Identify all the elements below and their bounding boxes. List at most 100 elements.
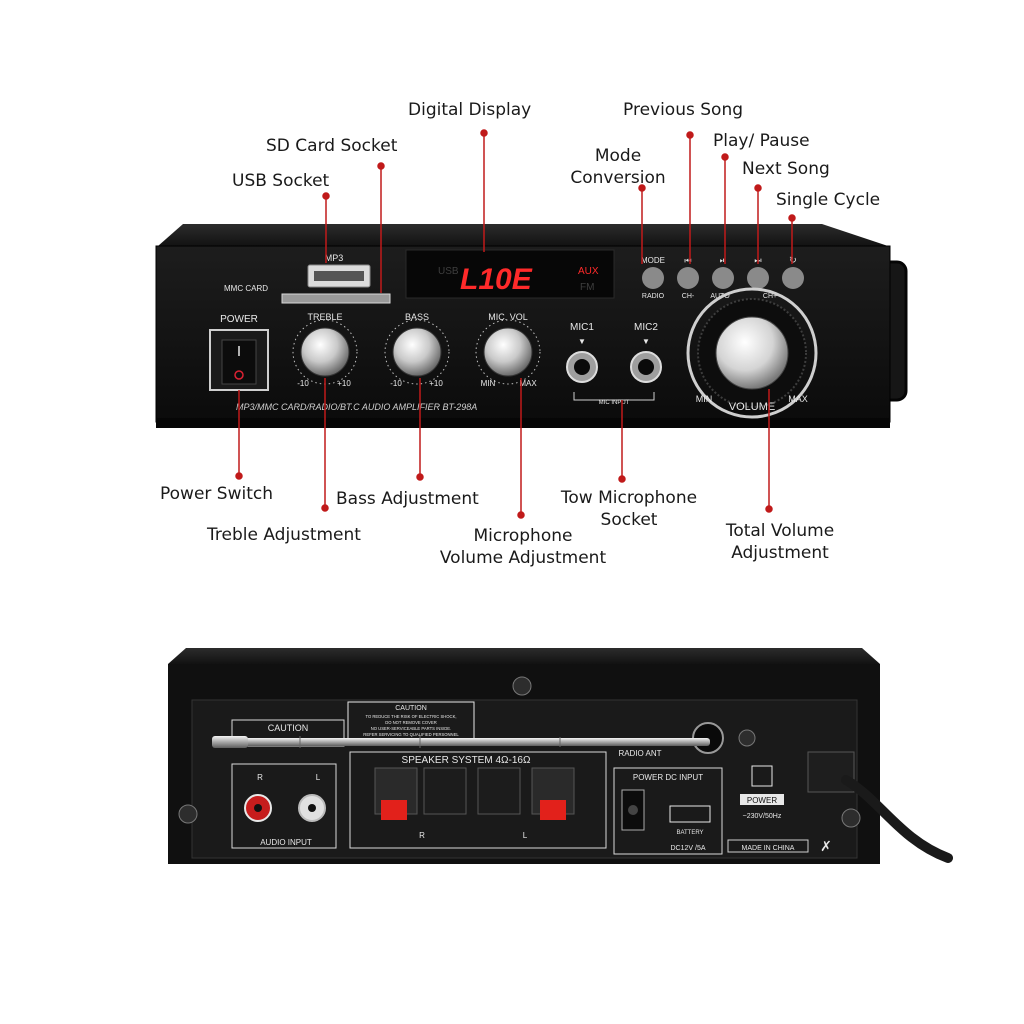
callout-total-volume-line2: Adjustment bbox=[731, 543, 829, 563]
treble-label: TREBLE bbox=[307, 312, 342, 322]
caution-line3: NO USER-SERVICEABLE PARTS INSIDE. bbox=[371, 726, 452, 731]
weee-icon: ✗ bbox=[820, 838, 832, 854]
mic-input-label: MIC INPUT bbox=[599, 400, 630, 406]
ch-minus-label: CH- bbox=[682, 293, 695, 300]
power-cord bbox=[841, 775, 953, 863]
mic-vol-min: MIN bbox=[481, 379, 496, 388]
mic2-label: MIC2 bbox=[634, 322, 658, 333]
volume-min: MIN bbox=[696, 394, 713, 404]
mic-vol-label: MIC. VOL bbox=[488, 312, 528, 322]
digital-display bbox=[405, 249, 615, 299]
callout-power-switch: Power Switch bbox=[160, 484, 274, 504]
callout-mode-conversion-line1: Mode bbox=[594, 146, 642, 166]
callout-single-cycle: Single Cycle bbox=[776, 190, 881, 210]
display-usb: USB bbox=[438, 266, 459, 277]
treble-max: +10 bbox=[337, 379, 351, 388]
svg-text:▼: ▼ bbox=[578, 337, 586, 346]
battery-label: BATTERY bbox=[676, 830, 703, 836]
mic-vol-max: MAX bbox=[519, 379, 537, 388]
play-pause-icon: ⏯ bbox=[720, 256, 726, 265]
power-dc-panel bbox=[613, 767, 723, 855]
rear-amplifier: CAUTION CAUTION TO REDUCE THE RISK OF EL… bbox=[168, 648, 953, 864]
caution-box-label: CAUTION bbox=[268, 723, 309, 733]
display-digits: L10E bbox=[460, 263, 533, 296]
radio-label: RADIO bbox=[642, 293, 665, 300]
bass-min: -10 bbox=[390, 379, 402, 388]
made-in-label: MADE IN CHINA bbox=[742, 845, 795, 852]
repeat-icon: ↻ bbox=[789, 255, 797, 265]
display-fm: FM bbox=[580, 282, 594, 293]
speaker-terminal-r-minus[interactable] bbox=[423, 767, 467, 815]
callout-tow-microphone-line1: Tow Microphone bbox=[560, 488, 698, 508]
power-dc-input-label: POWER DC INPUT bbox=[633, 773, 703, 782]
treble-knob[interactable] bbox=[300, 327, 350, 377]
callout-microphone-volume-line1: Microphone bbox=[473, 526, 573, 546]
mic1-label: MIC1 bbox=[570, 322, 594, 333]
dc12v-label: DC12V /5A bbox=[670, 845, 705, 852]
previous-button[interactable] bbox=[677, 267, 699, 289]
model-strip: MP3/MMC CARD/RADIO/BT.C AUDIO AMPLIFIER … bbox=[236, 402, 477, 412]
callout-mode-conversion: Mode Conversion bbox=[556, 145, 680, 189]
speaker-terminal-l-minus[interactable] bbox=[477, 767, 521, 815]
mic-volume-knob[interactable] bbox=[483, 327, 533, 377]
volume-knob[interactable] bbox=[715, 316, 789, 390]
callout-total-volume: Total Volume Adjustment bbox=[704, 520, 856, 564]
ac-rating-label: ~230V/50Hz bbox=[743, 813, 782, 820]
speaker-system-label: SPEAKER SYSTEM 4Ω-16Ω bbox=[402, 755, 531, 766]
play-pause-button[interactable] bbox=[712, 267, 734, 289]
callout-previous-song: Previous Song bbox=[623, 100, 744, 120]
caution-label bbox=[347, 701, 475, 743]
single-cycle-button[interactable] bbox=[782, 267, 804, 289]
callout-tow-microphone: Tow Microphone Socket bbox=[536, 487, 722, 531]
volume-max: MAX bbox=[788, 394, 808, 404]
display-aux: AUX bbox=[578, 266, 599, 277]
callout-digital-display: Digital Display bbox=[408, 100, 532, 120]
callout-total-volume-line1: Total Volume bbox=[725, 521, 835, 541]
mode-label: MODE bbox=[641, 256, 665, 265]
audio-input-panel bbox=[231, 763, 337, 849]
sd-card-socket[interactable] bbox=[281, 293, 391, 304]
mp3-label: MP3 bbox=[325, 253, 344, 263]
prev-icon: ⏮ bbox=[684, 256, 691, 265]
ac-power-label: POWER bbox=[747, 796, 777, 805]
bass-knob[interactable] bbox=[392, 327, 442, 377]
caution-title: CAUTION bbox=[395, 705, 427, 712]
volume-label: VOLUME bbox=[729, 401, 775, 413]
ch-plus-label: CH+ bbox=[763, 293, 777, 300]
speaker-l-label: L bbox=[523, 831, 528, 840]
caution-line1: TO REDUCE THE RISK OF ELECTRIC SHOCK, bbox=[365, 714, 456, 719]
next-button[interactable] bbox=[747, 267, 769, 289]
callout-next-song: Next Song bbox=[742, 159, 830, 179]
front-amplifier: MP3 MMC CARD USB L10E AUX FM MODE RADIO … bbox=[155, 224, 908, 428]
callout-usb-socket: USB Socket bbox=[232, 171, 330, 191]
mode-button[interactable] bbox=[642, 267, 664, 289]
radio-ant-label: RADIO ANT bbox=[618, 749, 661, 758]
caution-line2: DO NOT REMOVE COVER bbox=[385, 720, 437, 725]
power-label: POWER bbox=[220, 314, 258, 325]
bass-label: BASS bbox=[405, 312, 429, 322]
speaker-terminal-l-plus[interactable] bbox=[540, 800, 566, 820]
telescopic-antenna bbox=[212, 738, 710, 746]
bass-max: +10 bbox=[429, 379, 443, 388]
speaker-terminal-r-plus[interactable] bbox=[381, 800, 407, 820]
callout-play-pause: Play/ Pause bbox=[713, 131, 810, 151]
callout-mode-conversion-line2: Conversion bbox=[570, 168, 666, 188]
callout-bass-adjustment: Bass Adjustment bbox=[336, 489, 479, 509]
audio-input-label: AUDIO INPUT bbox=[260, 838, 312, 847]
audio-r-label: R bbox=[257, 773, 263, 782]
caution-line4: REFER SERVICING TO QUALIFIED PERSONNEL bbox=[363, 732, 459, 737]
treble-min: -10 bbox=[297, 379, 309, 388]
pointer-lines bbox=[235, 129, 796, 519]
callout-tow-microphone-line2: Socket bbox=[600, 510, 658, 530]
front-top-case bbox=[158, 224, 888, 246]
callout-treble-adjustment: Treble Adjustment bbox=[207, 525, 361, 545]
svg-text:▼: ▼ bbox=[642, 337, 650, 346]
speaker-panel bbox=[349, 751, 607, 849]
callout-microphone-volume-line2: Volume Adjustment bbox=[439, 548, 607, 568]
callout-sd-card-socket: SD Card Socket bbox=[266, 136, 398, 156]
speaker-r-label: R bbox=[419, 831, 425, 840]
mmc-card-label: MMC CARD bbox=[224, 284, 268, 293]
audio-l-label: L bbox=[316, 773, 321, 782]
callout-microphone-volume: Microphone Volume Adjustment bbox=[416, 525, 630, 569]
